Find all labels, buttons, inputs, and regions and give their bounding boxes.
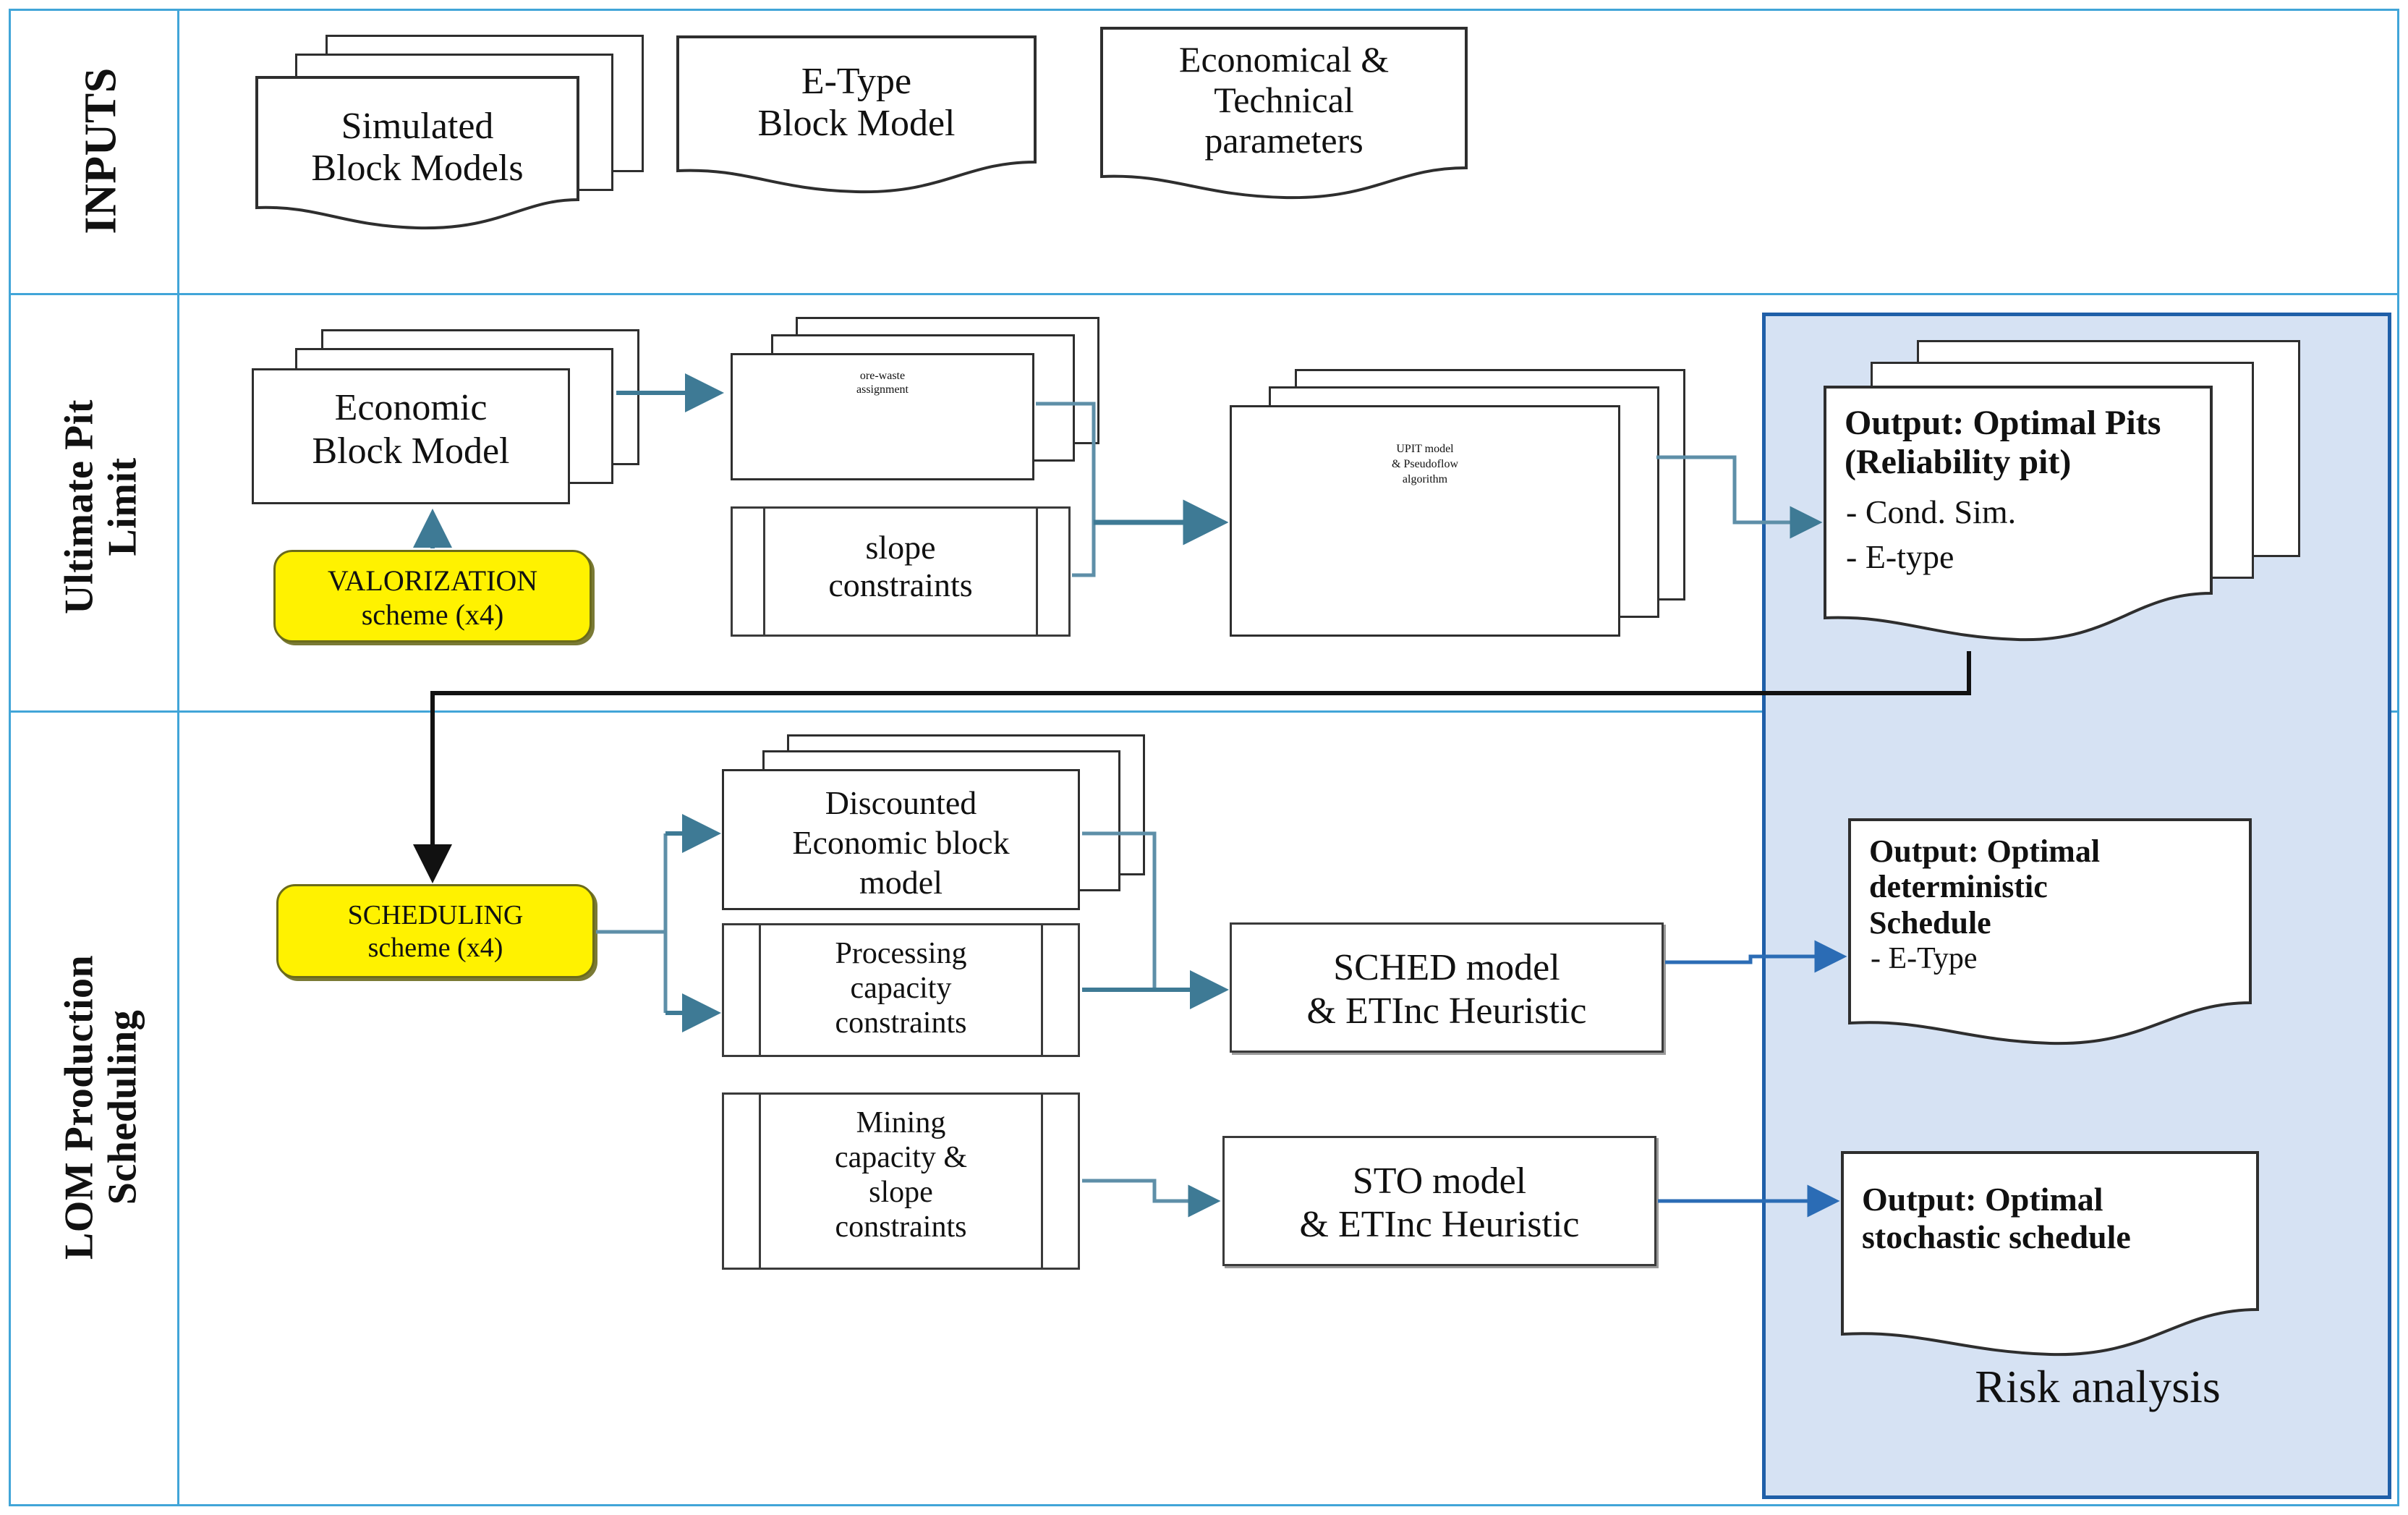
- constraint-rule-right: [1041, 925, 1043, 1055]
- lom-sched-model: SCHED model& ETInc Heuristic: [1230, 922, 1664, 1053]
- upl-output-optimal-pits: Output: Optimal Pits(Reliability pit) - …: [1823, 340, 2329, 651]
- diagram-frame: [9, 9, 2399, 1506]
- row-divider-upl-lom: [9, 710, 2399, 713]
- row-divider-inputs-upl: [9, 293, 2399, 295]
- line-discounted-to-rail: [1082, 831, 1157, 990]
- row-label-divider: [177, 9, 179, 1506]
- line-orewaste-to-junction: [1036, 402, 1096, 522]
- constraint-rule-right: [1041, 1095, 1043, 1268]
- line-slope-to-junction: [1072, 522, 1096, 577]
- document-shape: Output: Optimal Pits(Reliability pit) - …: [1823, 385, 2213, 645]
- risk-analysis-caption: Risk analysis: [1975, 1361, 2221, 1412]
- output-item-etype: - E-Type: [1871, 942, 1978, 975]
- constraint-rule-right: [1036, 509, 1038, 635]
- constraint-rule-left: [759, 925, 761, 1055]
- arrow-mining-to-sto: [1082, 1179, 1221, 1218]
- output-item-etype: - E-type: [1846, 538, 1954, 575]
- arrow-upit-to-output-pits: [1656, 455, 1823, 539]
- constraint-rule-left: [759, 1095, 761, 1268]
- output-title: Output: Optimal Pits(Reliability pit): [1845, 404, 2161, 481]
- output-item-cond-sim: - Cond. Sim.: [1846, 493, 2017, 530]
- node-label: SCHED model& ETInc Heuristic: [1306, 947, 1587, 1032]
- arrow-sched-to-output-deterministic: [1665, 940, 1847, 973]
- node-label: STO model& ETInc Heuristic: [1299, 1160, 1580, 1245]
- lom-sto-model: STO model& ETInc Heuristic: [1222, 1136, 1656, 1266]
- arrow-feedback-to-scheduling: [413, 651, 1971, 883]
- constraint-rule-left: [763, 509, 765, 635]
